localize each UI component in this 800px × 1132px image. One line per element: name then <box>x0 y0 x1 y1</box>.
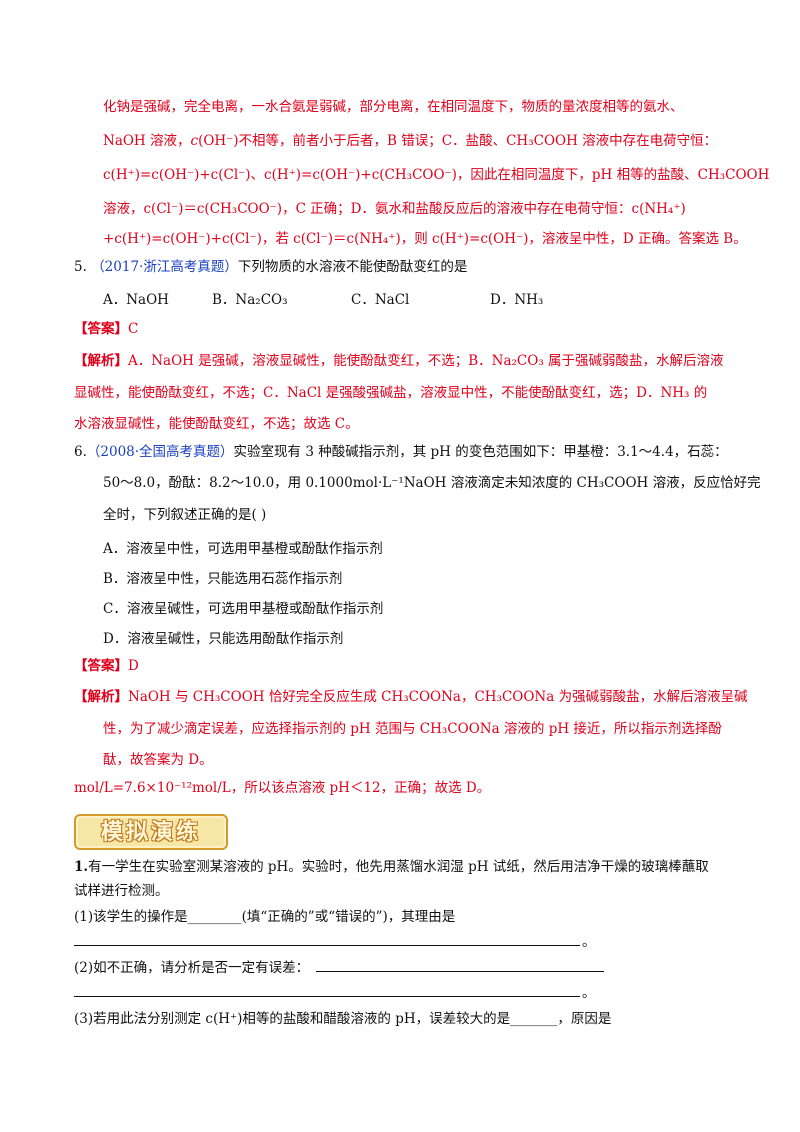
answer-blank[interactable] <box>74 945 580 946</box>
question-5-stem: 5. （2017·浙江高考真题）下列物质的水溶液不能使酚酞变红的是 <box>74 259 468 275</box>
question-source: （2017·浙江高考真题） <box>91 259 238 275</box>
practice-question-stem: 1.有一学生在实验室测某溶液的 pH。实验时，他先用蒸馏水润湿 pH 试纸，然后… <box>74 859 709 875</box>
analysis-line: 【解析】NaOH 与 CH₃COOH 恰好完全反应生成 CH₃COONa，CH₃… <box>74 689 748 705</box>
option-c: C．溶液呈碱性，可选用甲基橙或酚酞作指示剂 <box>103 601 384 617</box>
practice-question-line: 试样进行检测。 <box>74 883 169 899</box>
period: 。 <box>582 934 596 950</box>
answer-line: 【答案】D <box>74 658 139 674</box>
analysis-line: 溶液，c(Cl⁻)＝c(CH₃COO⁻)，C 正确；D．氨水和盐酸反应后的溶液中… <box>103 201 686 217</box>
analysis-line: 化钠是强碱，完全电离，一水合氨是弱碱，部分电离，在相同温度下，物质的量浓度相等的… <box>103 99 684 115</box>
option-a: A．溶液呈中性，可选用甲基橙或酚酞作指示剂 <box>103 541 383 557</box>
analysis-line: 显碱性，能使酚酞变红，不选；C．NaCl 是强酸强碱盐，溶液显中性，不能使酚酞变… <box>74 385 708 401</box>
question-line: 全时，下列叙述正确的是( ) <box>103 507 267 523</box>
answer-blank[interactable] <box>316 971 604 972</box>
question-6-stem: 6.（2008·全国高考真题）实验室现有 3 种酸碱指示剂，其 pH 的变色范围… <box>74 444 728 460</box>
analysis-line: 水溶液显碱性，能使酚酞变红，不选；故选 C。 <box>74 416 359 432</box>
period: 。 <box>582 985 596 1001</box>
sub-question-2: (2)如不正确，请分析是否一定有误差： <box>74 960 310 976</box>
analysis-line: 性，为了减少滴定误差，应选择指示剂的 pH 范围与 CH₃COONa 溶液的 p… <box>103 721 722 737</box>
option-a: A．NaOH <box>103 292 169 308</box>
sub-question-3: (3)若用此法分别测定 c(H⁺)相等的盐酸和醋酸溶液的 pH，误差较大的是__… <box>74 1011 612 1027</box>
analysis-line: 【解析】A．NaOH 是强碱，溶液显碱性，能使酚酞变红，不选；B．Na₂CO₃ … <box>74 353 724 369</box>
analysis-line: c(H⁺)=c(OH⁻)+c(Cl⁻)、c(H⁺)=c(OH⁻)+c(CH₃CO… <box>103 167 770 183</box>
stray-analysis-line: mol/L=7.6×10⁻¹²mol/L，所以该点溶液 pH＜12，正确；故选 … <box>74 780 491 796</box>
analysis-line: NaOH 溶液，c(OH⁻)不相等，前者小于后者，B 错误；C．盐酸、CH₃CO… <box>103 133 718 149</box>
analysis-line: 酞，故答案为 D。 <box>103 752 213 768</box>
option-d: D．溶液呈碱性，只能选用酚酞作指示剂 <box>103 631 344 647</box>
answer-line: 【答案】C <box>74 321 139 337</box>
answer-blank[interactable] <box>74 996 580 997</box>
option-b: B．溶液呈中性，只能选用石蕊作指示剂 <box>103 571 343 587</box>
option-b: B．Na₂CO₃ <box>212 292 288 308</box>
question-line: 50～8.0，酚酞：8.2～10.0，用 0.1000mol·L⁻¹NaOH 溶… <box>103 475 761 491</box>
option-d: D．NH₃ <box>490 292 544 308</box>
section-logo: 模拟演练 <box>74 814 228 850</box>
question-source: （2008·全国高考真题） <box>86 444 234 460</box>
analysis-line: +c(H⁺)=c(OH⁻)+c(Cl⁻)，若 c(Cl⁻)＝c(NH₄⁺)，则 … <box>103 231 747 247</box>
option-c: C．NaCl <box>351 292 410 308</box>
sub-question-1: (1)该学生的操作是________(填“正确的”或“错误的”)，其理由是 <box>74 909 456 925</box>
